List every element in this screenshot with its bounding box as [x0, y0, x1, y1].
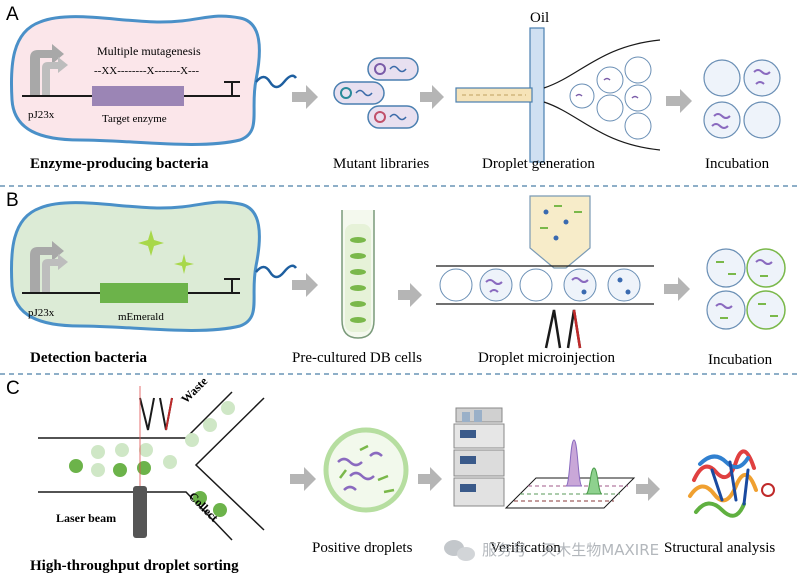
panel-b: B pJ23x mEmerald Detection bacteria: [6, 190, 786, 368]
caption-sorting: High-throughput droplet sorting: [30, 558, 239, 574]
flow-arrow-icon: [292, 85, 318, 109]
enzyme-producing-bacterium: pJ23x Multiple mutagenesis --XX--------X…: [9, 14, 298, 146]
flow-arrow-icon: [290, 467, 316, 491]
flagellum-b: [255, 264, 298, 279]
caption-incubation-b: Incubation: [708, 352, 773, 368]
promoter-arrow-icon: [30, 241, 68, 292]
flagellum-a: [255, 74, 298, 89]
watermark-text: 服务号 · 天木生物MAXIRE: [482, 541, 659, 559]
mutagenesis-title: Multiple mutagenesis: [97, 44, 201, 58]
laser-beam-label: Laser beam: [56, 511, 116, 525]
caption-structural-analysis: Structural analysis: [664, 540, 775, 556]
panel-c-letter: C: [6, 378, 20, 399]
promoter-arrow-icon: [30, 44, 68, 95]
panel-a-letter: A: [6, 4, 19, 25]
sorting-chip: [38, 386, 265, 541]
memerald-label: mEmerald: [118, 311, 164, 323]
sparkle-icon: [138, 230, 194, 274]
terminator-icon-a: [224, 81, 240, 96]
microinjection-channel: [436, 195, 654, 349]
laser-device: [133, 486, 147, 538]
flow-arrow-icon: [636, 477, 660, 501]
chromatogram: [504, 439, 636, 509]
panel-c: C Waste Collect Laser beam High-throughp…: [6, 374, 775, 574]
flow-arrow-icon: [664, 277, 690, 301]
caption-mutant-libraries: Mutant libraries: [333, 156, 429, 172]
promoter-label-a: pJ23x: [28, 109, 55, 121]
wechat-icon: [444, 540, 475, 561]
caption-incubation-a: Incubation: [705, 156, 770, 172]
droplet-generator: [455, 27, 661, 163]
caption-detection-bacteria: Detection bacteria: [30, 350, 148, 366]
caption-droplet-microinjection: Droplet microinjection: [478, 350, 616, 366]
mutation-marks: --XX--------X-------X---: [94, 65, 199, 77]
incubation-droplets-b: [706, 248, 786, 330]
panel-a: A pJ23x Multiple mutagenesis --XX-------…: [6, 4, 781, 172]
hplc-instrument: [453, 407, 505, 507]
waste-label: Waste: [178, 374, 211, 407]
flow-arrow-icon: [418, 467, 442, 491]
target-enzyme-gene: [92, 86, 184, 106]
promoter-label-b: pJ23x: [28, 307, 55, 319]
flow-arrow-icon: [420, 85, 444, 109]
flow-arrow-icon: [398, 283, 422, 307]
incubation-droplets-a: [703, 59, 781, 139]
memerald-gene: [100, 283, 188, 303]
protein-structure: [688, 449, 775, 518]
cell-body-b: [9, 200, 261, 332]
flow-arrow-icon: [292, 273, 318, 297]
caption-droplet-generation: Droplet generation: [482, 156, 595, 172]
test-tube: [341, 210, 375, 339]
caption-enzyme-producing-bacteria: Enzyme-producing bacteria: [30, 156, 209, 172]
panel-b-letter: B: [6, 190, 19, 211]
cell-body-a: [9, 14, 261, 146]
target-enzyme-label: Target enzyme: [102, 113, 167, 125]
watermark: 服务号 · 天木生物MAXIRE: [444, 540, 659, 561]
mutant-library-cells: [333, 57, 419, 129]
oil-label: Oil: [530, 10, 549, 26]
caption-verification: Verification: [490, 540, 561, 556]
caption-pre-cultured-cells: Pre-cultured DB cells: [292, 350, 422, 366]
detection-bacterium: pJ23x mEmerald: [9, 200, 298, 332]
flow-arrow-icon: [666, 89, 692, 113]
caption-positive-droplets: Positive droplets: [312, 540, 413, 556]
terminator-icon-b: [224, 278, 240, 293]
positive-droplet: [323, 427, 409, 513]
